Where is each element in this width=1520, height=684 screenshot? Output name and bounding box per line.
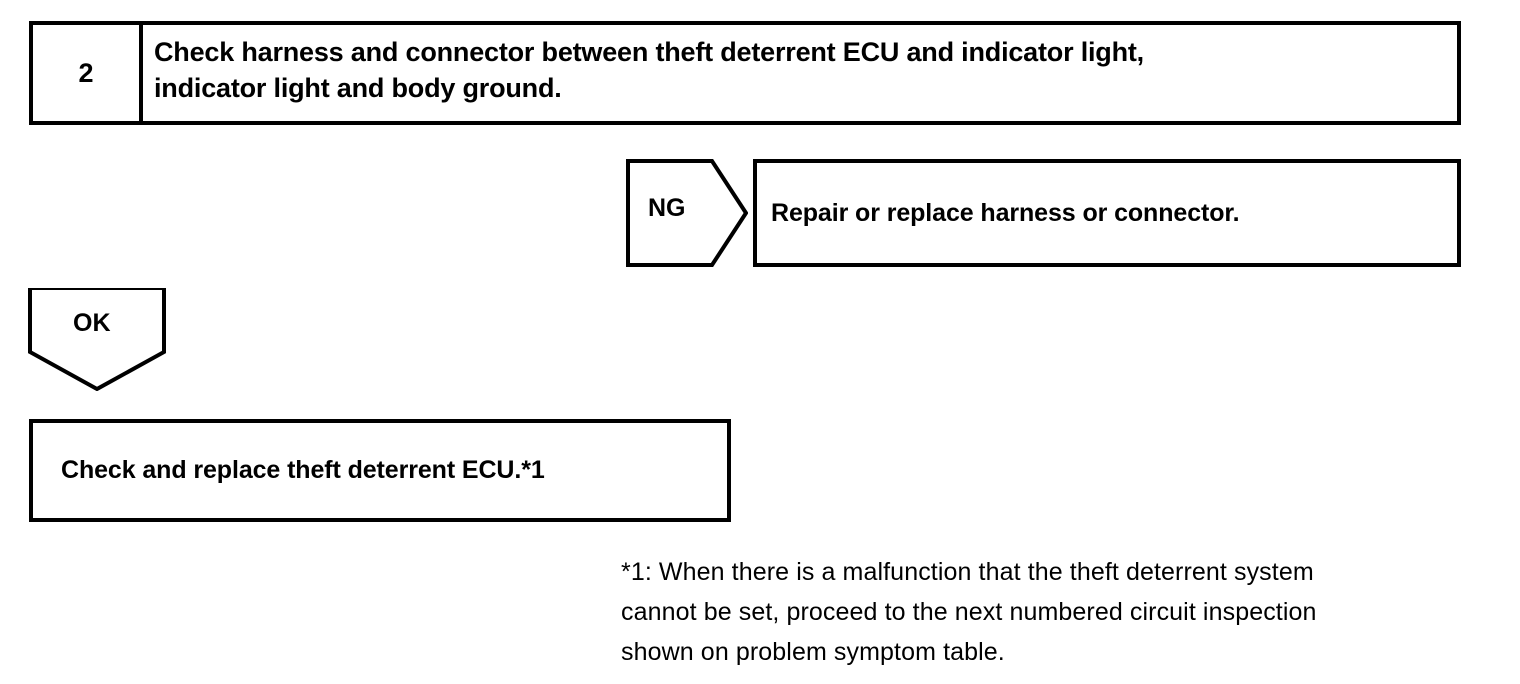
ng-result-text: Repair or replace harness or connector.: [771, 198, 1240, 227]
ok-label: OK: [73, 309, 111, 337]
ok-arrow-shape: [28, 288, 166, 391]
ok-result-box: Check and replace theft deterrent ECU.*1: [29, 419, 731, 522]
ng-arrow-shape: [626, 159, 748, 267]
ok-result-text: Check and replace theft deterrent ECU.*1: [61, 456, 545, 485]
footnote-text: *1: When there is a malfunction that the…: [621, 558, 1317, 666]
step-box: 2 Check harness and connector between th…: [29, 21, 1461, 125]
step-number-cell: 2: [33, 25, 143, 121]
ng-label: NG: [648, 194, 686, 222]
ng-result-box: Repair or replace harness or connector.: [753, 159, 1461, 267]
step-number: 2: [78, 57, 94, 88]
step-instruction-cell: Check harness and connector between thef…: [143, 25, 1457, 121]
step-instruction-text: Check harness and connector between thef…: [154, 37, 1144, 103]
